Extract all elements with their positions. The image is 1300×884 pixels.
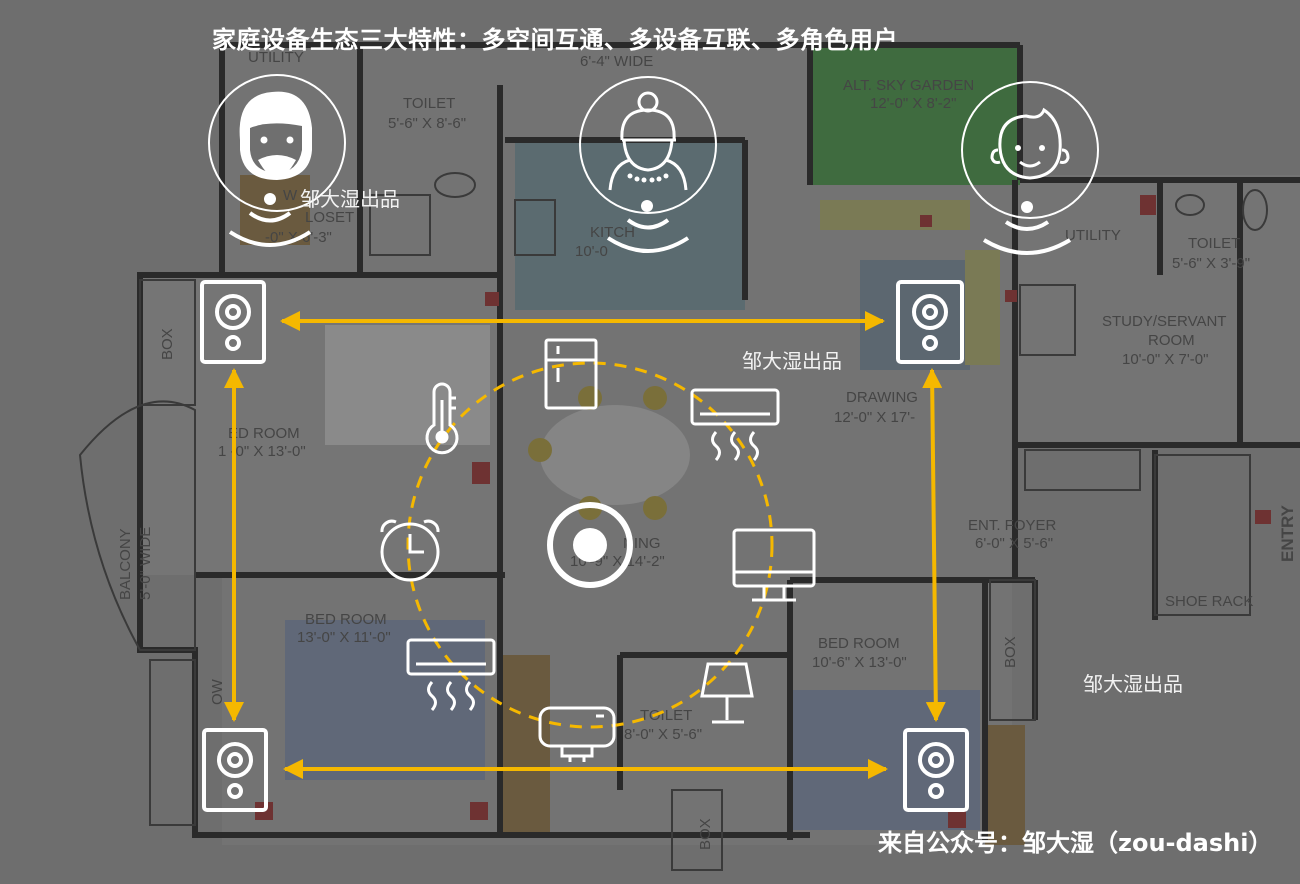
speaker-bottom-left-icon [202,728,268,812]
fp-label-study-dims: 10'-0" X 7'-0" [1122,351,1208,368]
fp-label-toilet: TOILET [403,95,455,112]
fp-label-closet: LOSET [305,209,354,226]
water-heater-icon [538,706,616,762]
fp-label-toilet-3: TOILET [640,707,692,724]
lamp-icon [700,662,754,724]
fp-label-width: 6'-4" WIDE [580,53,653,70]
fp-label-toilet-dims: 5'-6" X 8'-6" [388,115,466,132]
fp-label-sky-garden-dims: 12'-0" X 8'-2" [870,95,956,112]
fp-label-toilet-3-dims: 8'-0" X 5'-6" [624,726,702,743]
fp-label-utility-2: UTILITY [1065,227,1121,244]
fp-label-bedroom-1-dims: 1 -0" X 13'-0" [218,443,306,460]
fp-label-drawing-dims: 12'-0" X 17'- [834,409,915,426]
fp-label-entry: ENTRY [1278,504,1297,562]
watermark: 邹大湿出品 [300,187,400,211]
child-avatar-icon [961,81,1099,255]
speaker-top-right-icon [896,280,964,364]
arrow-right [922,368,946,722]
fp-label-study: STUDY/SERVANT [1102,313,1226,330]
fp-label-bedroom-3: BED ROOM [818,635,900,652]
air-conditioner-icon [690,388,780,461]
robot-vacuum-icon [547,502,633,588]
watermark: 邹大湿出品 [1083,672,1183,696]
fp-label-bedroom-1: ED ROOM [228,425,300,442]
fp-label-shoe-rack: SHOE RACK [1165,593,1253,610]
fp-label-sky-garden: ALT. SKY GARDEN [843,77,974,94]
refrigerator-icon [544,338,598,410]
fp-label-foyer: ENT. FOYER [968,517,1057,534]
alarm-clock-icon [380,519,440,582]
fp-label-drawing: DRAWING [846,389,918,406]
kitchen-area [515,140,745,310]
fp-label-kitchen: KITCH [590,224,635,241]
fp-label-w: W [283,187,298,204]
fp-label-toilet-2-dims: 5'-6" X 3'-9" [1172,255,1250,272]
fp-label-bedroom-3-dims: 10'-6" X 13'-0" [812,654,907,671]
fp-label-kitchen-dims: 10'-0 [575,243,608,260]
fp-label-balcony-width: 5'-0" WIDE [137,527,154,600]
fp-label-box: BOX [159,328,176,360]
watermark: 邹大湿出品 [742,349,842,373]
fp-label-utility: UTILITY [248,49,304,66]
fp-label-toilet-2: TOILET [1188,235,1240,252]
monitor-icon [732,528,816,602]
fp-label-box-3: BOX [697,818,714,850]
fp-label-bedroom-2-dims: 13'-0" X 11'-0" [297,629,391,646]
connection-arrows [224,311,946,779]
fp-label-room: ROOM [1148,332,1195,349]
sky-garden-area [810,45,1020,185]
thermometer-icon [425,382,459,455]
air-conditioner-icon [406,638,496,711]
source-credit: 来自公众号：邹大湿（zou-dashi） [878,829,1273,857]
man-avatar-icon [208,74,346,247]
device-ring [406,361,774,729]
fp-label-window: OW [209,678,226,705]
speaker-bottom-right-icon [903,728,969,812]
fp-label-bedroom-2: BED ROOM [305,611,387,628]
fp-label-box-2: BOX [1002,636,1019,668]
page-title: 家庭设备生态三大特性：多空间互通、多设备互联、多角色用户 [212,26,898,54]
fp-label-foyer-dims: 6'-0" X 5'-6" [975,535,1053,552]
fp-label-balcony: BALCONY [117,528,134,600]
woman-avatar-icon [579,76,717,253]
speaker-top-left-icon [200,280,266,364]
